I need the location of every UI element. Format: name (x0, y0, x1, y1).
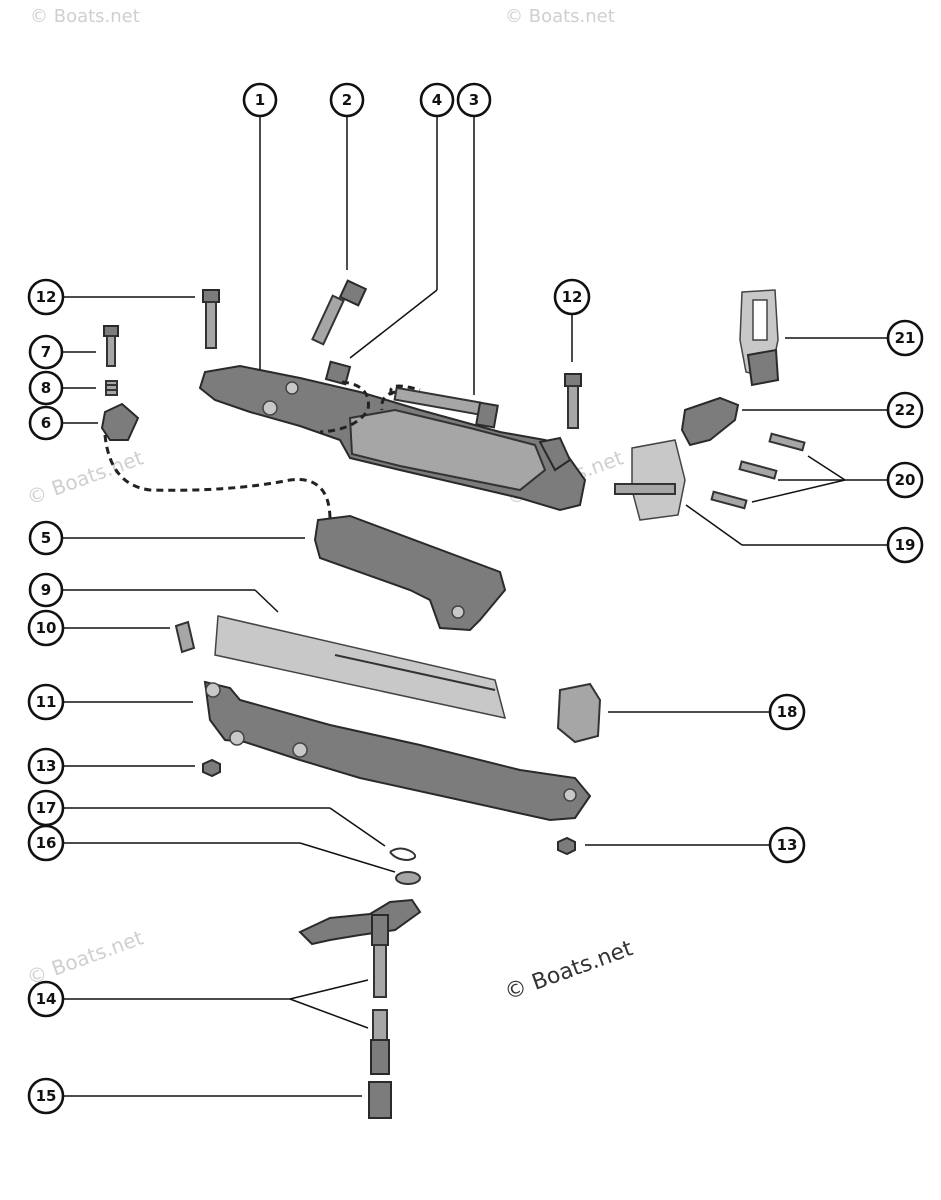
callout-18: 18 (768, 693, 806, 731)
callout-13-right-label: 13 (777, 836, 798, 854)
callout-4: 4 (419, 82, 455, 118)
callout-1-label: 1 (255, 91, 265, 109)
watermark-corner-mid: © Boats.net (505, 6, 615, 27)
callout-9-label: 9 (41, 581, 51, 599)
callout-8: 8 (28, 370, 64, 406)
part-1-bracket (198, 364, 587, 512)
part-2-bolt (311, 279, 368, 346)
callout-22-label: 22 (895, 401, 916, 419)
callout-21: 21 (886, 319, 924, 357)
callout-14: 14 (27, 980, 65, 1018)
callout-19-label: 19 (895, 536, 916, 554)
part-12-bolt-left (202, 289, 220, 349)
callout-12-right-label: 12 (562, 288, 583, 306)
callout-16-label: 16 (36, 834, 57, 852)
callout-2-label: 2 (342, 91, 352, 109)
part-14-shift-lever (298, 898, 422, 1075)
callout-22: 22 (886, 391, 924, 429)
callout-15-label: 15 (36, 1087, 57, 1105)
assembly-dashed-lines (103, 380, 421, 521)
part-9-bar (214, 615, 507, 719)
part-18-block (556, 682, 602, 744)
part-4-nut (324, 360, 352, 386)
watermark-corner-left: © Boats.net (30, 6, 140, 27)
part-3-bolt (393, 386, 499, 429)
callout-21-label: 21 (895, 329, 916, 347)
callout-17-label: 17 (36, 799, 57, 817)
callout-13-right: 13 (768, 826, 806, 864)
callout-12-left-label: 12 (36, 288, 57, 306)
part-19-plate (614, 439, 686, 521)
callout-14-label: 14 (36, 990, 57, 1008)
part-16-washer (395, 871, 421, 885)
callout-12-right: 12 (553, 278, 591, 316)
callout-6: 6 (28, 405, 64, 441)
callout-11: 11 (27, 683, 65, 721)
part-20-pins (710, 432, 806, 510)
callout-9: 9 (28, 572, 64, 608)
part-21-plate (739, 289, 780, 387)
part-7-screw (103, 325, 119, 367)
part-17-clip (389, 847, 417, 862)
callout-1: 1 (242, 82, 278, 118)
callout-18-label: 18 (777, 703, 798, 721)
callout-4-label: 4 (432, 91, 442, 109)
part-6-block (100, 402, 140, 441)
callout-10-label: 10 (36, 619, 57, 637)
part-22-link (680, 396, 740, 447)
callout-7-label: 7 (41, 343, 51, 361)
callout-12-left: 12 (27, 278, 65, 316)
callout-3: 3 (456, 82, 492, 118)
part-12-bolt-right (564, 373, 582, 429)
callout-2: 2 (329, 82, 365, 118)
callout-10: 10 (27, 609, 65, 647)
leader-lines (62, 116, 888, 1097)
callout-20-label: 20 (895, 471, 916, 489)
callout-11-label: 11 (36, 693, 57, 711)
callout-6-label: 6 (41, 414, 51, 432)
callout-8-label: 8 (41, 379, 51, 397)
callout-19: 19 (886, 526, 924, 564)
part-13-nut-left (202, 758, 221, 778)
part-11-bracket (203, 680, 592, 822)
callout-16: 16 (27, 824, 65, 862)
watermark-left: © Boats.net (24, 445, 147, 509)
callout-5: 5 (28, 520, 64, 556)
callout-5-label: 5 (41, 529, 51, 547)
watermark-bottom-left: © Boats.net (24, 925, 147, 989)
callout-17: 17 (27, 789, 65, 827)
callout-15: 15 (27, 1077, 65, 1115)
watermark-main: © Boats.net (502, 936, 637, 1006)
callout-7: 7 (28, 334, 64, 370)
callout-3-label: 3 (469, 91, 479, 109)
part-13-nut-right (557, 836, 576, 856)
callout-13-left: 13 (27, 747, 65, 785)
callout-13-left-label: 13 (36, 757, 57, 775)
part-15-sleeve (368, 1081, 392, 1119)
part-8-spring (105, 380, 118, 396)
part-10-shim (174, 620, 196, 654)
callout-20: 20 (886, 461, 924, 499)
part-5-bracket (313, 514, 507, 632)
